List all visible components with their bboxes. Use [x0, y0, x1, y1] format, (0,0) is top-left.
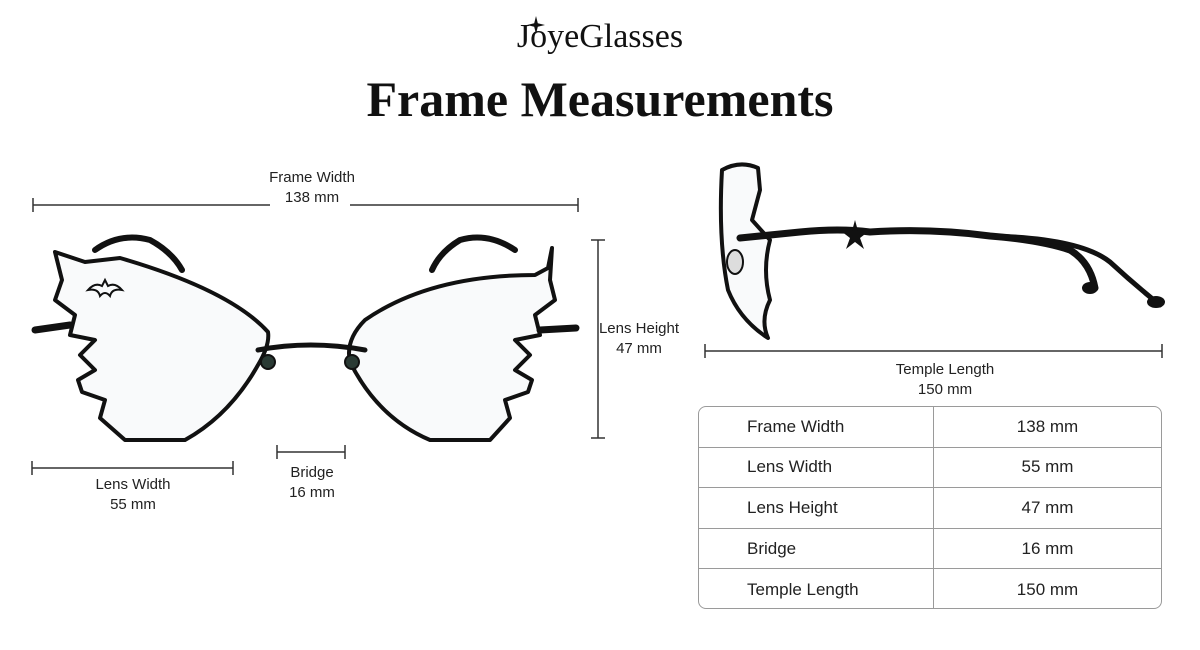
page-title: Frame Measurements	[366, 71, 834, 127]
row-value: 47 mm	[1021, 497, 1074, 517]
lens-width-label: Lens Width 55 mm	[83, 475, 183, 515]
lens-height-value: 47 mm	[616, 340, 662, 357]
row-name: Bridge	[699, 528, 934, 569]
star-ornament-icon	[841, 220, 869, 249]
frame-width-dimension-line	[32, 198, 579, 212]
bat-logo-icon	[85, 277, 125, 299]
bridge-label: Bridge 16 mm	[272, 463, 352, 503]
bridge-dimension-line	[276, 445, 346, 459]
measurements-table: Frame Width 138 mm Lens Width 55 mm Lens…	[698, 406, 1162, 609]
row-value: 138 mm	[1016, 416, 1079, 436]
row-value: 55 mm	[1021, 457, 1074, 477]
brand-star-icon	[527, 16, 545, 34]
bridge-value: 16 mm	[289, 484, 335, 501]
lens-height-label: Lens Height 47 mm	[594, 319, 684, 359]
row-name: Lens Width	[699, 447, 934, 488]
left-lens	[53, 250, 271, 442]
glasses-side-view	[718, 162, 1165, 340]
table-row: Lens Width 55 mm	[699, 447, 1161, 489]
frame-width-value: 138 mm	[284, 189, 340, 206]
lens-width-dimension-line	[31, 461, 234, 475]
temple-length-label: Temple Length 150 mm	[880, 360, 1010, 400]
row-name: Temple Length	[699, 569, 934, 608]
lens-height-dimension-line	[591, 239, 605, 439]
lens-width-value: 55 mm	[110, 496, 156, 513]
table-row: Temple Length 150 mm	[699, 569, 1161, 608]
table-row: Frame Width 138 mm	[699, 407, 1161, 448]
row-name: Lens Height	[699, 488, 934, 528]
row-value: 16 mm	[1021, 538, 1074, 558]
frame-width-label: Frame Width 138 mm	[262, 168, 362, 208]
temple-length-value: 150 mm	[917, 381, 973, 398]
temple-length-dimension-line	[704, 344, 1163, 358]
table-row: Lens Height 47 mm	[699, 488, 1161, 529]
row-name: Frame Width	[699, 407, 934, 447]
table-row: Bridge 16 mm	[699, 528, 1161, 570]
right-lens	[347, 246, 557, 442]
row-value: 150 mm	[1016, 579, 1079, 599]
brand-logo-text: JoyeGlasses	[516, 18, 684, 55]
glasses-front-view	[31, 234, 580, 442]
